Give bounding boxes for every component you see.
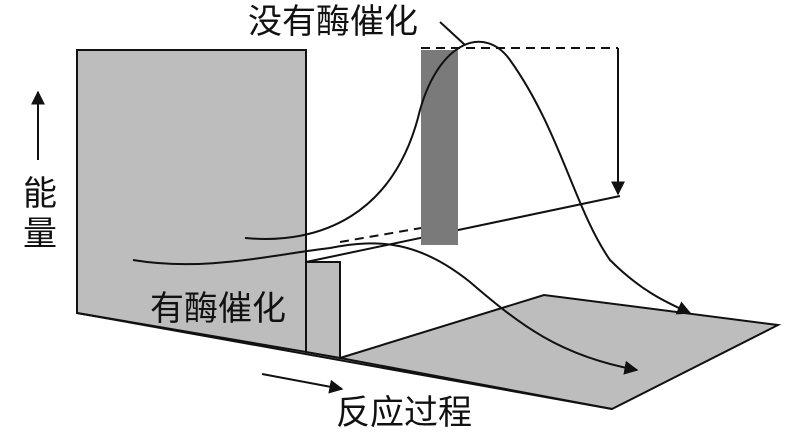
label-energy-char2: 量 [23,214,57,254]
reaction-process-arrow [261,373,344,394]
with-enzyme-dashed-line [339,227,422,243]
base-axis-line [76,312,613,410]
middle-block [305,261,341,360]
label-with-enzyme: 有酶催化 [150,289,286,329]
label-energy-char1: 能 [23,174,57,214]
label-reaction-process: 反应过程 [336,393,472,432]
floor-panel [339,293,782,411]
curve-without-enzyme [244,41,692,315]
slanted-plane-edge [305,195,621,263]
label-leader-line [439,21,466,46]
curve-with-enzyme [132,242,639,375]
label-without-enzyme: 没有酶催化 [248,2,418,42]
activation-energy-bar [421,50,458,245]
